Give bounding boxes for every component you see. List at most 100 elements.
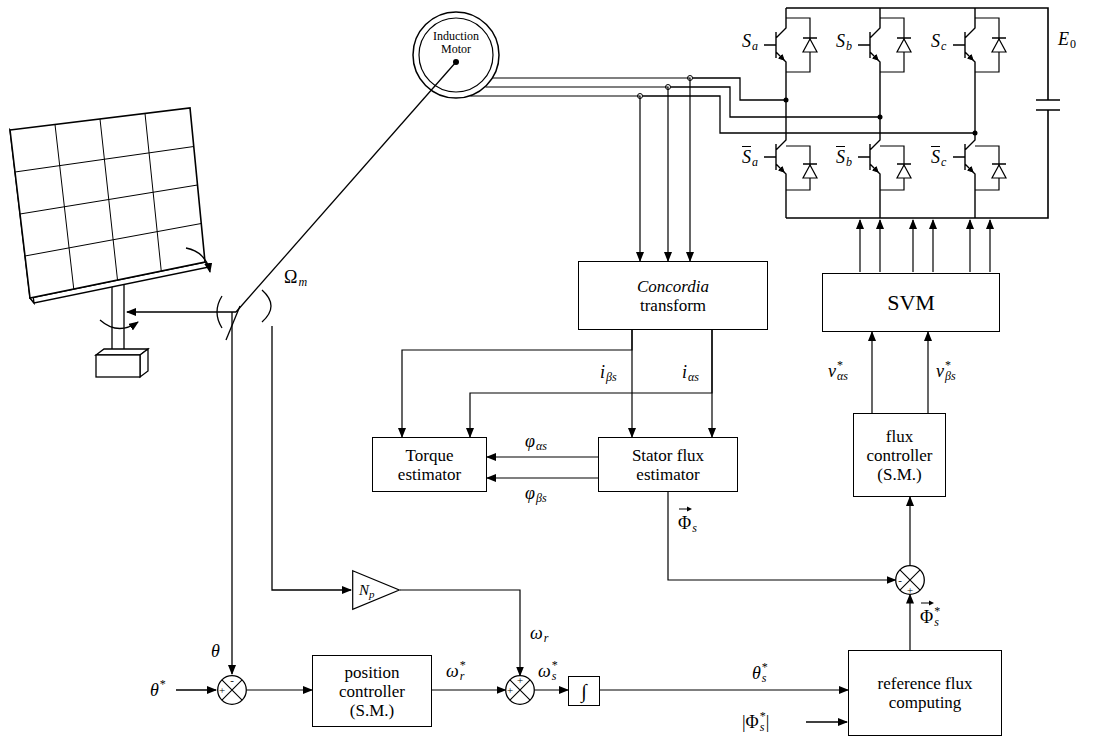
gate-signal-arrows-part: [859, 220, 860, 272]
signal-arrow: [493, 78, 690, 261]
signal-text: ω: [530, 624, 543, 642]
script-stack: *r: [460, 660, 466, 682]
transform-box: Concordiatransform: [578, 261, 768, 330]
signal-arrow: [402, 330, 632, 437]
signal-label: φαs: [525, 430, 547, 452]
solar-tracker-part: [140, 349, 148, 377]
signal-label: θ*: [150, 679, 166, 701]
gain-triangle: Np: [352, 570, 400, 610]
script-stack: *s: [760, 711, 766, 733]
junction-circle: [896, 566, 925, 595]
sign-symbol: -: [898, 575, 902, 585]
script-stack: c: [941, 146, 946, 168]
signal-text: v: [828, 362, 836, 380]
inverter-bridge-part: [764, 8, 817, 218]
signal-text: βs: [536, 493, 547, 504]
motor-outer-ring: [413, 12, 499, 98]
signal-arrow: [711, 330, 712, 437]
script-spacer: [941, 30, 946, 41]
shaft-and-feedback-part: [806, 721, 847, 722]
script-stack: βs: [606, 361, 617, 383]
signal-text: Φ: [678, 514, 691, 532]
motor-inner-ring: [419, 18, 493, 92]
script-spacer: [298, 266, 307, 277]
junction-circle: [506, 676, 535, 705]
gain-symbol: p: [369, 589, 375, 600]
signal-text: S: [742, 148, 751, 166]
script-stack: m: [298, 266, 307, 288]
solar-tracker-part: [96, 355, 140, 377]
signal-arrow: [487, 456, 598, 457]
signal-text: |: [742, 713, 746, 731]
script-stack: αs: [536, 430, 547, 452]
signal-label: Sc: [931, 146, 946, 168]
script-stack: βs: [536, 482, 547, 504]
vector-arrow: [678, 505, 694, 512]
signal-arrow: [668, 492, 896, 580]
signal-text: s: [552, 671, 558, 682]
script-stack: a: [752, 30, 758, 52]
signal-text: φ: [525, 432, 535, 450]
summing-junction: ++: [505, 675, 535, 705]
shaft-and-feedback: [127, 62, 847, 722]
signal-text: s: [762, 673, 768, 684]
signal-label: Ωm: [284, 266, 307, 288]
signal-text: ω: [538, 662, 551, 680]
signal-text: *: [160, 679, 166, 690]
signal-text: S: [836, 148, 845, 166]
process-box: reference flux computing: [848, 650, 1002, 736]
signal-label: Sa: [742, 30, 758, 52]
signal-text: a: [752, 157, 758, 168]
signal-text: s: [934, 617, 940, 628]
signal-text: r: [544, 633, 549, 644]
box-label: transform: [585, 296, 761, 315]
script-spacer: [752, 30, 758, 41]
script-stack: a: [752, 146, 758, 168]
junction-dots-part: [784, 98, 789, 103]
inverter-bridge: [764, 8, 1060, 218]
script-stack: *s: [934, 606, 940, 628]
script-stack: *βs: [945, 360, 956, 382]
signal-arrow: [600, 689, 848, 690]
signal-text: c: [941, 157, 946, 168]
signal-arrow: [909, 595, 910, 651]
script-spacer: [692, 512, 697, 523]
signal-text: S: [931, 32, 940, 50]
box-label: Stator flux estimator: [605, 446, 731, 484]
signal-text: αs: [536, 441, 547, 452]
signal-text: αs: [837, 371, 848, 382]
inverter-bridge-part: [858, 8, 911, 218]
signal-label: ω*r: [446, 660, 466, 682]
integrator-box: ∫: [568, 676, 600, 706]
signal-text: Φ: [746, 713, 759, 731]
signal-label: Sc: [931, 30, 946, 52]
signal-text: θ: [150, 681, 159, 699]
signal-text: βs: [945, 371, 956, 382]
script-stack: *: [160, 679, 166, 701]
script-spacer: [846, 146, 852, 157]
script-spacer: [606, 361, 617, 372]
vector-arrow-head: [929, 601, 934, 606]
signal-label: Sa: [742, 146, 758, 168]
shaft-and-feedback-part: [236, 62, 456, 312]
signal-text: αs: [688, 372, 699, 383]
signal-text: Ω: [284, 268, 297, 286]
signal-text: S: [742, 32, 751, 50]
junction-dots-part: [973, 131, 978, 136]
script-stack: *s: [552, 660, 558, 682]
signal-label: Sb: [836, 30, 852, 52]
estimator-box: Stator flux estimator: [598, 437, 738, 492]
script-stack: b: [846, 30, 852, 52]
signal-label: θ: [211, 642, 220, 660]
signal-text: S: [836, 32, 845, 50]
solar-tracker: [10, 108, 240, 377]
signal-arrow: [432, 689, 506, 690]
signal-text: i: [600, 363, 605, 381]
sign-symbol: +: [907, 585, 913, 595]
summing-junction: -+: [217, 675, 247, 705]
junction-circle: [218, 676, 247, 705]
script-spacer: [1070, 28, 1076, 39]
junction-dots: [638, 76, 978, 136]
